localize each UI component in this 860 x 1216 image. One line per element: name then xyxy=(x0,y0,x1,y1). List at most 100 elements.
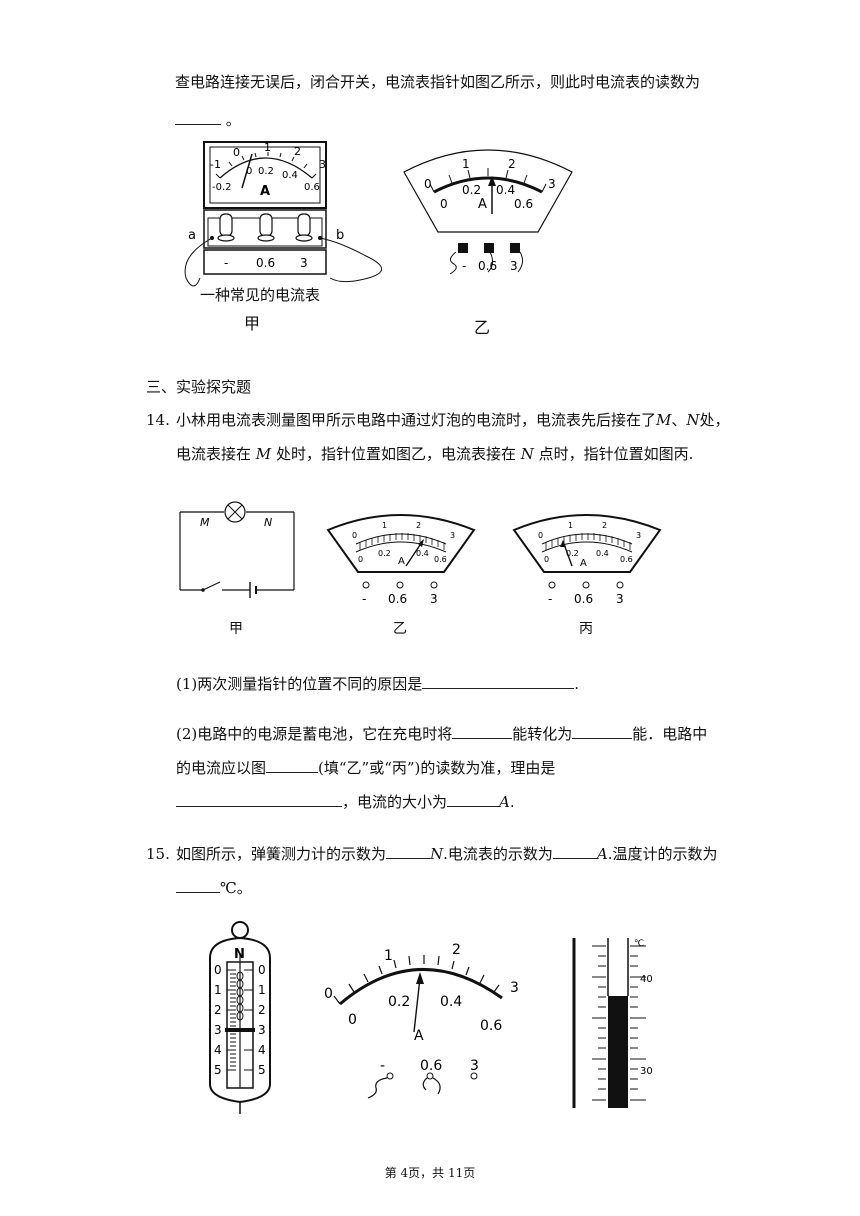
jia-top-4: 2 xyxy=(294,145,301,158)
q14-sub1: (1)两次测量指针的位置不同的原因是. xyxy=(176,672,579,694)
thermo-label-30: 30 xyxy=(640,1066,653,1077)
q14bing-caption: 丙 xyxy=(579,621,593,637)
q15amp-bottom-0: 0 xyxy=(348,1012,357,1028)
answer-blank[interactable] xyxy=(452,722,513,739)
yi13-terminal-3: 3 xyxy=(510,259,518,273)
answer-blank[interactable] xyxy=(386,842,431,859)
spring-right-5: 5 xyxy=(258,1063,266,1077)
jia-bottom-2: 0 xyxy=(246,166,252,177)
q13-line2: 。 xyxy=(175,108,241,130)
q15amp-terminal-minus: - xyxy=(380,1058,385,1074)
yi13-top-3: 3 xyxy=(548,177,556,191)
q14yi-terminal-3: 3 xyxy=(430,592,438,606)
q15amp-terminal-06: 0.6 xyxy=(420,1058,442,1074)
jia-bottom-3: 0.2 xyxy=(258,166,274,177)
q14-sub2-line1: (2)电路中的电源是蓄电池，它在充电时将能转化为能．电路中 xyxy=(176,722,707,744)
spring-left-4: 4 xyxy=(214,1043,222,1057)
yi13-terminal-minus: - xyxy=(462,259,466,273)
thermo-label-40: 40 xyxy=(640,974,653,985)
q15amp-bottom-2: 0.4 xyxy=(440,994,462,1010)
page-footer: 第 4页，共 11页 xyxy=(384,1166,476,1180)
yi13-top-2: 2 xyxy=(508,157,516,171)
answer-blank[interactable] xyxy=(552,842,597,859)
jia-bottom-4: 0.4 xyxy=(282,170,298,181)
circuit-caption: 甲 xyxy=(229,621,243,637)
jia-top-2: 0 xyxy=(233,146,240,159)
q15-line2: ℃。 xyxy=(176,876,252,898)
yi13-bottom-0: 0 xyxy=(440,197,448,211)
q15amp-bottom-3: 0.6 xyxy=(480,1018,502,1034)
q15amp-terminal-3: 3 xyxy=(470,1058,479,1074)
jia-bottom-5: 0.6 xyxy=(304,182,320,193)
answer-blank[interactable] xyxy=(266,756,319,773)
thermo-unit: ℃ xyxy=(634,939,644,949)
q14yi-bottom-0: 0 xyxy=(358,555,363,564)
q14bing-terminal-06: 0.6 xyxy=(574,592,593,606)
q14-line1: 14.小林用电流表测量图甲所示电路中通过灯泡的电流时，电流表先后接在了M、N处， xyxy=(146,411,730,429)
q13-line1: 查电路连接无误后，闭合开关，电流表指针如图乙所示，则此时电流表的读数为 xyxy=(175,73,701,91)
q14yi-bottom-3: 0.6 xyxy=(434,555,447,564)
q14bing-terminal-minus: - xyxy=(548,592,552,606)
jia-top-1: -1 xyxy=(210,158,221,171)
spring-left-1: 1 xyxy=(214,983,222,997)
q14yi-bottom-2: 0.4 xyxy=(416,549,429,558)
answer-blank[interactable] xyxy=(422,672,575,689)
spring-unit: N xyxy=(234,947,245,962)
q15amp-top-0: 0 xyxy=(324,986,333,1002)
q15amp-top-1: 1 xyxy=(384,948,393,964)
jia-terminal-06: 0.6 xyxy=(256,256,275,270)
yi13-unit: A xyxy=(478,197,487,212)
answer-blank[interactable] xyxy=(176,876,220,893)
yi13-caption: 乙 xyxy=(473,318,490,337)
yi13-top-1: 1 xyxy=(462,157,470,171)
yi13-bottom-1: 0.2 xyxy=(462,183,481,197)
spring-right-1: 1 xyxy=(258,983,266,997)
spring-left-0: 0 xyxy=(214,963,222,977)
q14bing-top-2: 2 xyxy=(602,521,607,530)
spring-right-0: 0 xyxy=(258,963,266,977)
spring-scale-figure: N 0 1 2 3 4 5 0 1 2 3 4 5 xyxy=(209,921,271,1114)
answer-blank[interactable] xyxy=(572,722,633,739)
jia-unit: A xyxy=(260,184,270,199)
ammeter-q14-yi: 0 1 2 3 0 0.2 0.4 0.6 A - 0.6 3 xyxy=(326,514,476,606)
circuit-label-m: M xyxy=(200,516,210,529)
yi13-bottom-3: 0.6 xyxy=(514,197,533,211)
q14yi-top-1: 1 xyxy=(382,521,387,530)
ammeter-q14-bing: 0 1 2 3 0 0.2 0.4 0.6 A - 0.6 3 xyxy=(512,514,662,606)
yi13-terminal-06: 0.6 xyxy=(478,259,497,273)
q14bing-bottom-1: 0.2 xyxy=(566,549,579,558)
ammeter-q15-figure: 0 1 2 3 0 0.2 0.4 0.6 A - 0.6 3 xyxy=(324,942,519,1099)
q14bing-terminal-3: 3 xyxy=(616,592,624,606)
circuit-jia-figure: M N xyxy=(179,501,295,598)
jia-side-b: b xyxy=(336,228,344,243)
jia-side-a: a xyxy=(188,228,196,243)
q14bing-top-0: 0 xyxy=(538,531,543,540)
q14yi-unit: A xyxy=(398,556,405,567)
spring-right-2: 2 xyxy=(258,1003,266,1017)
spring-left-3: 3 xyxy=(214,1023,222,1037)
thermometer-figure: ℃ 40 30 xyxy=(572,938,653,1108)
jia-top-3: 1 xyxy=(264,141,271,154)
q14yi-top-2: 2 xyxy=(416,521,421,530)
jia-terminal-3: 3 xyxy=(300,256,308,270)
section-title: 三、实验探究题 xyxy=(146,378,252,396)
q14-number: 14. xyxy=(146,411,170,429)
q14bing-top-1: 1 xyxy=(568,521,573,530)
q14bing-bottom-2: 0.4 xyxy=(596,549,609,558)
q14yi-caption: 乙 xyxy=(393,621,407,637)
q15amp-top-2: 2 xyxy=(452,942,461,958)
ammeter-yi-figure: 0 1 2 3 0 0.2 0.4 0.6 A - 0.6 3 xyxy=(403,149,573,275)
q14yi-bottom-1: 0.2 xyxy=(378,549,391,558)
circuit-label-n: N xyxy=(264,516,272,529)
answer-blank[interactable] xyxy=(176,790,342,807)
jia-caption-2: 甲 xyxy=(243,314,260,333)
yi13-top-0: 0 xyxy=(424,177,432,191)
answer-blank[interactable] xyxy=(175,108,221,125)
yi13-bottom-2: 0.4 xyxy=(496,183,515,197)
jia-bottom-1: -0.2 xyxy=(212,182,232,193)
answer-blank[interactable] xyxy=(447,790,500,807)
q14yi-top-3: 3 xyxy=(450,531,455,540)
q14bing-bottom-0: 0 xyxy=(544,555,549,564)
